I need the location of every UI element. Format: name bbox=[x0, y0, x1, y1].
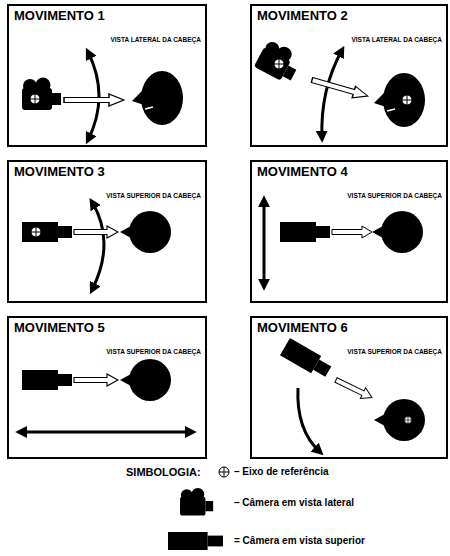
legend-text: – Eixo de referência bbox=[234, 466, 329, 477]
movement-1-figure bbox=[22, 52, 183, 140]
movement-panel: MOVIMENTO 4 VISTA SUPERIOR DA CABEÇA bbox=[250, 160, 448, 303]
panel-title: MOVIMENTO 5 bbox=[14, 320, 105, 335]
movement-5-figure bbox=[20, 359, 192, 432]
movement-panel: MOVIMENTO 3 VISTA SUPERIOR DA CABEÇA bbox=[7, 160, 207, 303]
movement-panel: MOVIMENTO 5 VISTA SUPERIOR DA CABEÇA bbox=[7, 316, 207, 459]
movement-panel: MOVIMENTO 2 VISTA LATERAL DA CABEÇA bbox=[250, 4, 448, 147]
movement-3-figure bbox=[22, 202, 171, 290]
legend-heading: SIMBOLOGIA: bbox=[126, 466, 201, 478]
panel-title: MOVIMENTO 2 bbox=[257, 8, 348, 23]
view-label: VISTA SUPERIOR DA CABEÇA bbox=[106, 192, 201, 199]
panel-title: MOVIMENTO 6 bbox=[257, 320, 348, 335]
legend-symbols bbox=[168, 467, 229, 550]
movement-2-figure bbox=[254, 38, 425, 138]
legend-text: – Câmera em vista lateral bbox=[234, 497, 354, 508]
movement-panel: MOVIMENTO 1 VISTA LATERAL DA CABEÇA bbox=[7, 4, 207, 147]
movement-6-figure bbox=[280, 338, 425, 452]
panel-title: MOVIMENTO 1 bbox=[14, 8, 105, 23]
view-label: VISTA SUPERIOR DA CABEÇA bbox=[347, 192, 442, 199]
movement-panel: MOVIMENTO 6 VISTA SUPERIOR DA CABEÇA bbox=[250, 316, 448, 459]
legend-text: = Câmera em vista superior bbox=[234, 535, 365, 546]
panel-title: MOVIMENTO 4 bbox=[257, 164, 348, 179]
view-label: VISTA SUPERIOR DA CABEÇA bbox=[347, 348, 442, 355]
movement-4-figure bbox=[264, 200, 423, 286]
panel-title: MOVIMENTO 3 bbox=[14, 164, 105, 179]
view-label: VISTA LATERAL DA CABEÇA bbox=[110, 36, 201, 43]
view-label: VISTA LATERAL DA CABEÇA bbox=[351, 36, 442, 43]
view-label: VISTA SUPERIOR DA CABEÇA bbox=[106, 348, 201, 355]
